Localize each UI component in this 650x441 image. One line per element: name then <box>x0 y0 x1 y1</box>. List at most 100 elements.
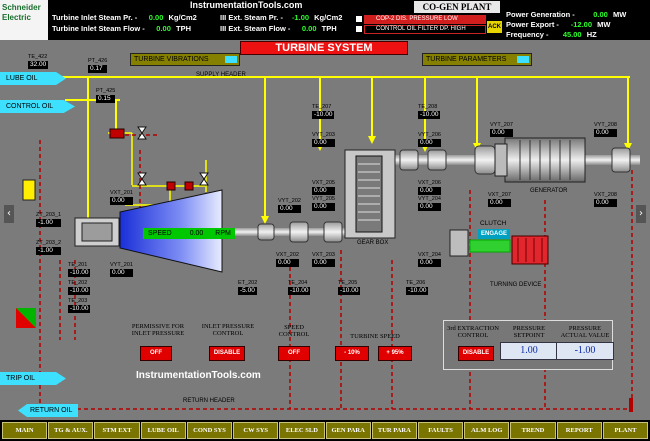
tag-te-205[interactable]: TE_205-10.00 <box>338 280 361 295</box>
nav-main[interactable]: MAIN <box>2 422 48 439</box>
nav-gen-para[interactable]: GEN PARA <box>325 422 371 439</box>
trip-valve-red[interactable] <box>16 308 36 328</box>
tag-name: VYT_207 <box>490 122 513 128</box>
tag-name: TE_201 <box>68 262 88 268</box>
globe-valves[interactable] <box>137 126 209 186</box>
inlet-pressure-unit: Kg/Cm2 <box>168 13 197 22</box>
alarm-checkbox[interactable] <box>356 26 362 32</box>
turning-device-label: TURNING DEVICE <box>490 282 542 288</box>
logo-text-2: Electric <box>2 13 31 22</box>
turbine-speed-label: TURBINE SPEED <box>350 333 400 340</box>
tag-et-202[interactable]: ET_202-5.00 <box>238 280 258 295</box>
prev-slide-icon[interactable]: ‹ <box>4 205 14 223</box>
turbine-parameters-button[interactable]: TURBINE PARAMETERS <box>422 53 532 66</box>
logo-text-1: Schneider <box>2 3 41 12</box>
nav-trend[interactable]: TREND <box>510 422 556 439</box>
turbine-system-panel: TURBINE SYSTEM TURBINE VIBRATIONS TURBIN… <box>0 40 650 420</box>
tag-te-203[interactable]: TE_203-10.00 <box>68 298 91 313</box>
tag-name: VXT_204 <box>418 252 441 258</box>
nav-plant[interactable]: PLANT <box>602 422 649 439</box>
tag-name: VXT_202 <box>276 252 299 258</box>
tag-name: TE_203 <box>68 298 88 304</box>
generator-label: GENERATOR <box>530 188 568 194</box>
nav-tur-para[interactable]: TUR PARA <box>371 422 417 439</box>
extraction-control-button[interactable]: DISABLE <box>458 346 494 361</box>
return-header-label: RETURN HEADER <box>183 398 235 404</box>
tag-name: TE_202 <box>68 280 88 286</box>
trip-oil-arrow[interactable]: TRIP OIL <box>0 372 66 385</box>
frequency-row: Frequency - 45.00 HZ <box>506 30 597 39</box>
nav-lube-oil[interactable]: LUBE OIL <box>140 422 186 439</box>
alarm-checkbox[interactable] <box>356 16 362 22</box>
return-oil-arrow[interactable]: RETURN OIL <box>18 404 78 417</box>
site-title: InstrumentationTools.com <box>190 0 303 10</box>
nav-cw-sys[interactable]: CW SYS <box>233 422 279 439</box>
power-export-value: -12.00 <box>570 20 593 29</box>
turbine-vibrations-button[interactable]: TURBINE VIBRATIONS <box>130 53 240 66</box>
nav-report[interactable]: REPORT <box>556 422 602 439</box>
tag-te-201[interactable]: TE_201-10.00 <box>68 262 91 277</box>
control-valve-1[interactable] <box>109 128 125 139</box>
tag-te-207[interactable]: TE_207-10.00 <box>312 104 335 119</box>
pressure-setpoint-field[interactable]: 1.00 <box>500 342 558 360</box>
lube-oil-arrow[interactable]: LUBE OIL <box>0 72 66 85</box>
control-oil-label: CONTROL OIL <box>6 103 54 110</box>
tag-value: -10.00 <box>406 287 429 295</box>
speed-unit: RPM <box>215 230 231 237</box>
speed-control-button[interactable]: OFF <box>278 346 310 361</box>
tag-value: -1.00 <box>36 247 62 255</box>
inlet-pressure-label: Turbine Inlet Steam Pr. - <box>52 13 138 22</box>
alarm-control-oil-filter[interactable]: CONTROL OIL FILTER DP. HIGH <box>356 25 486 34</box>
tag-name: VYT_201 <box>110 262 133 268</box>
tag-te-208[interactable]: TE_208-10.00 <box>418 104 441 119</box>
tag-te-204[interactable]: TE_204-10.00 <box>288 280 311 295</box>
control-valve-2[interactable] <box>166 181 176 191</box>
tag-te-206[interactable]: TE_206-10.00 <box>406 280 429 295</box>
tag-zt-203-1[interactable]: ZT_203_1-1.00 <box>36 212 62 227</box>
nav-tg-aux[interactable]: TG & AUX. <box>48 422 94 439</box>
tag-value: 0.00 <box>418 139 441 147</box>
clutch-housing <box>449 229 469 257</box>
power-generation-row: Power Generation - 0.00 MW <box>506 10 626 19</box>
control-valve-3[interactable] <box>184 181 194 191</box>
turbine-speed-increase[interactable]: + 95% <box>378 346 412 361</box>
nav-stm-ext[interactable]: STM EXT <box>94 422 140 439</box>
nav-elec-sld[interactable]: ELEC SLD <box>279 422 325 439</box>
nav-faults[interactable]: FAULTS <box>417 422 464 439</box>
tag-value: -10.00 <box>288 287 311 295</box>
ack-button[interactable]: ACK <box>487 21 502 33</box>
tag-zt-203-2[interactable]: ZT_203_2-1.00 <box>36 240 62 255</box>
tag-value: -10.00 <box>338 287 361 295</box>
permissive-button[interactable]: OFF <box>140 346 172 361</box>
clutch-shaft <box>469 239 511 253</box>
engage-button[interactable]: ENGAGE <box>478 229 510 239</box>
nav-cond-sys[interactable]: COND SYS <box>186 422 233 439</box>
tag-te-202[interactable]: TE_202-10.00 <box>68 280 91 295</box>
turbine-speed-decrease[interactable]: - 10% <box>335 346 369 361</box>
control-oil-arrow[interactable]: CONTROL OIL <box>0 100 75 113</box>
inlet-control-button[interactable]: DISABLE <box>209 346 245 361</box>
nav-alm-log[interactable]: ALM LOG <box>464 422 510 439</box>
next-slide-icon[interactable]: › <box>636 205 646 223</box>
alarm-cop2-pressure-low[interactable]: COP-2 DIS. PRESSURE LOW <box>356 15 486 24</box>
ext-flow-label: III Ext. Steam Flow - <box>220 24 291 33</box>
